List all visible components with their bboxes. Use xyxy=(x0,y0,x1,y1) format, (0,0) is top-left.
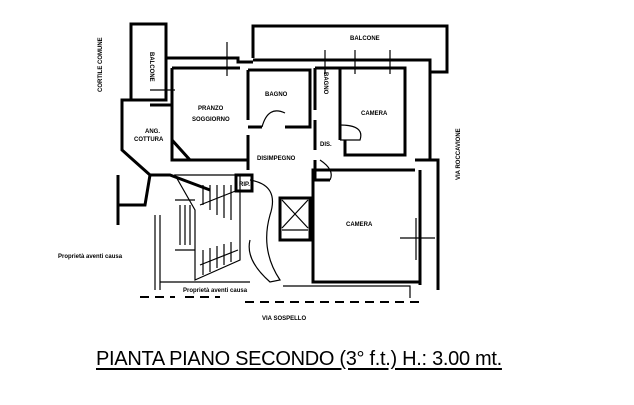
label-cortile: CORTILE COMUNE xyxy=(98,37,104,92)
disimpegno-walls xyxy=(246,120,330,182)
bagno-walls xyxy=(248,68,312,129)
pranzo-walls xyxy=(170,66,250,162)
staircase xyxy=(173,174,241,281)
label-pranzo: PRANZO xyxy=(198,106,224,112)
camera1-walls xyxy=(340,66,407,157)
label-ang: ANG. xyxy=(145,129,160,135)
label-bagno: BAGNO xyxy=(265,92,288,98)
label-camera2: CAMERA xyxy=(346,222,373,228)
bagno2-walls xyxy=(313,66,342,140)
label-balcone-left: BALCONE xyxy=(148,52,154,82)
label-proprieta-left: Proprietà aventi causa xyxy=(58,254,123,260)
label-soggiorno: SOGGIORNO xyxy=(192,117,230,123)
camera1-door-arc xyxy=(339,124,362,141)
label-disimpegno: DISIMPEGNO xyxy=(257,156,296,162)
ripostiglio xyxy=(234,173,254,193)
label-proprieta-bottom: Proprietà aventi causa xyxy=(183,288,248,294)
label-via-roccavione: VIA ROCCAVIONE xyxy=(456,128,462,180)
boundary-lines xyxy=(154,215,411,298)
landing-arc xyxy=(248,179,281,283)
label-dis: DIS. xyxy=(320,142,332,148)
bagno-door-arc xyxy=(261,110,286,128)
balcone-top-outline xyxy=(251,24,449,74)
elevator xyxy=(278,196,312,242)
plan-title: PIANTA PIANO SECONDO (3° f.t.) H.: 3.00 … xyxy=(96,348,502,370)
label-balcone-top: BALCONE xyxy=(350,36,380,42)
label-bagno2: BAGNO xyxy=(322,72,328,95)
balcone-left-outline xyxy=(129,22,168,100)
left-wall xyxy=(120,58,211,192)
label-via-sospello: VIA SOSPELLO xyxy=(262,316,306,322)
property-line xyxy=(140,296,425,303)
dis-door-arc xyxy=(319,159,332,181)
exterior-wall xyxy=(166,56,440,290)
window-marks xyxy=(150,42,435,260)
label-cottura: COTTURA xyxy=(134,137,164,143)
label-rip: RIP. xyxy=(239,182,250,188)
label-camera1: CAMERA xyxy=(361,111,388,117)
left-boundary xyxy=(116,174,152,225)
